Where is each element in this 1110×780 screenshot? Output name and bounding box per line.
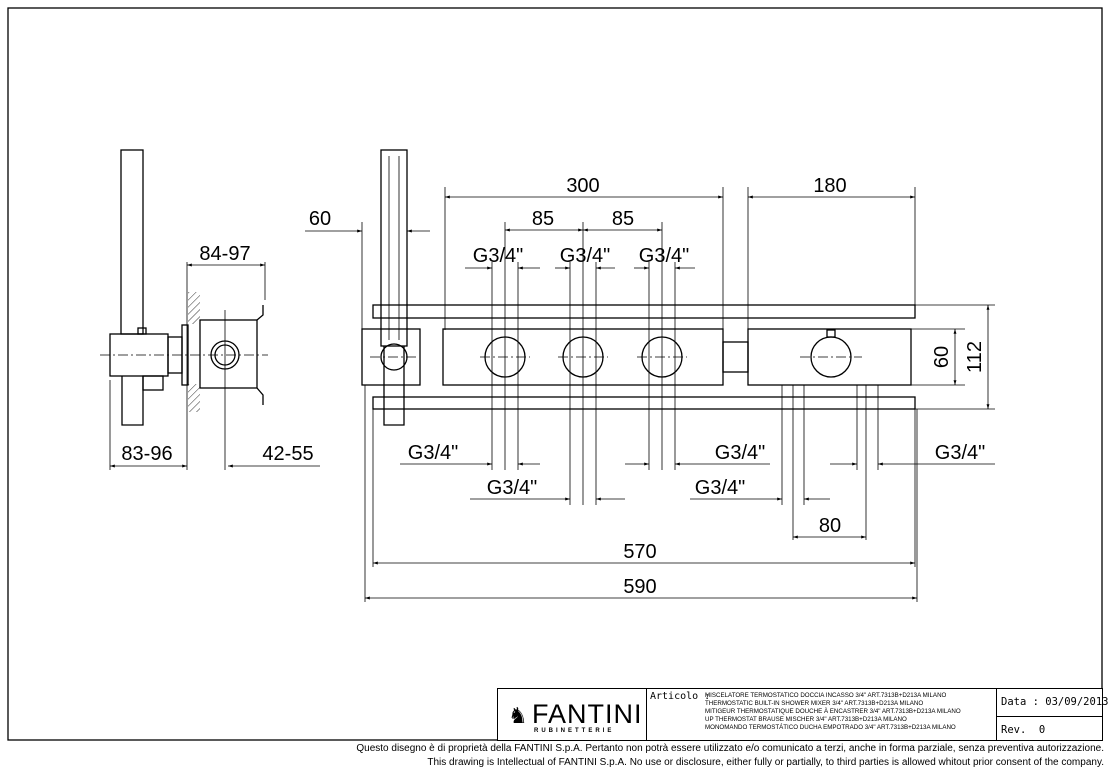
dim-112-height: 112 bbox=[964, 341, 986, 373]
thread-label: G3/4" bbox=[715, 442, 765, 464]
dim-83-96: 83-96 bbox=[121, 443, 172, 465]
article-line: MISCELATORE TERMOSTATICO DOCCIA INCASSO … bbox=[705, 692, 947, 699]
wall-hatch bbox=[188, 292, 200, 324]
revision-cell: Rev. 0 bbox=[996, 716, 1103, 741]
thermostat-box bbox=[747, 328, 912, 386]
dim-300: 300 bbox=[566, 175, 599, 197]
front-view: 300 180 85 85 60 G3/4" G3/4" G3/4" 60 11… bbox=[305, 149, 995, 602]
article-line: MONOMANDO TERMOSTÁTICO DUCHA EMPOTRADO 3… bbox=[705, 724, 956, 731]
article-label: Articolo : bbox=[650, 691, 711, 702]
brand-name: FANTINI bbox=[532, 699, 643, 729]
dim-42-55: 42-55 bbox=[262, 443, 313, 465]
date-cell: Data : 03/09/2013 bbox=[996, 688, 1108, 717]
top-rail bbox=[372, 304, 916, 319]
thread-label: G3/4" bbox=[639, 245, 689, 267]
brand-logo-cell: ♞ FANTINI RUBINETTERIE bbox=[497, 688, 647, 741]
article-line: THERMOSTATIC BUILT-IN SHOWER MIXER 3/4" … bbox=[705, 700, 924, 707]
drawing-frame bbox=[7, 7, 1103, 741]
hand-shower bbox=[380, 149, 408, 347]
thread-label: G3/4" bbox=[408, 442, 458, 464]
mixer-body bbox=[199, 319, 258, 389]
dim-180: 180 bbox=[813, 175, 846, 197]
shower-connector-box bbox=[361, 328, 421, 386]
disclaimer-italian: Questo disegno è di proprietà della FANT… bbox=[356, 743, 1104, 754]
dim-590: 590 bbox=[623, 576, 656, 598]
dim-84-97: 84-97 bbox=[199, 243, 250, 265]
dim-85: 85 bbox=[532, 208, 554, 230]
article-cell: Articolo : MISCELATORE TERMOSTATICO DOCC… bbox=[646, 688, 997, 741]
article-line: MITIGEUR THERMOSTATIQUE DOUCHE À ENCASTR… bbox=[705, 708, 961, 715]
thread-label: G3/4" bbox=[560, 245, 610, 267]
hand-shower-rod bbox=[120, 149, 144, 335]
dim-570: 570 bbox=[623, 541, 656, 563]
brand-subtitle: RUBINETTERIE bbox=[534, 728, 615, 734]
side-view: 84-97 83-96 42-55 bbox=[100, 149, 320, 470]
bottom-rail bbox=[372, 396, 916, 410]
thread-label: G3/4" bbox=[473, 245, 523, 267]
thread-label: G3/4" bbox=[487, 477, 537, 499]
lion-logo-icon: ♞ bbox=[508, 703, 528, 728]
dim-60-left: 60 bbox=[309, 208, 331, 230]
thread-label: G3/4" bbox=[695, 477, 745, 499]
dim-80: 80 bbox=[819, 515, 841, 537]
disclaimer-english: This drawing is Intellectual of FANTINI … bbox=[427, 757, 1104, 768]
thread-label: G3/4" bbox=[935, 442, 985, 464]
dim-85: 85 bbox=[612, 208, 634, 230]
dim-60-height: 60 bbox=[931, 346, 953, 368]
article-line: UP THERMOSTAT BRAUSE MISCHER 3/4" ART.73… bbox=[705, 716, 907, 723]
